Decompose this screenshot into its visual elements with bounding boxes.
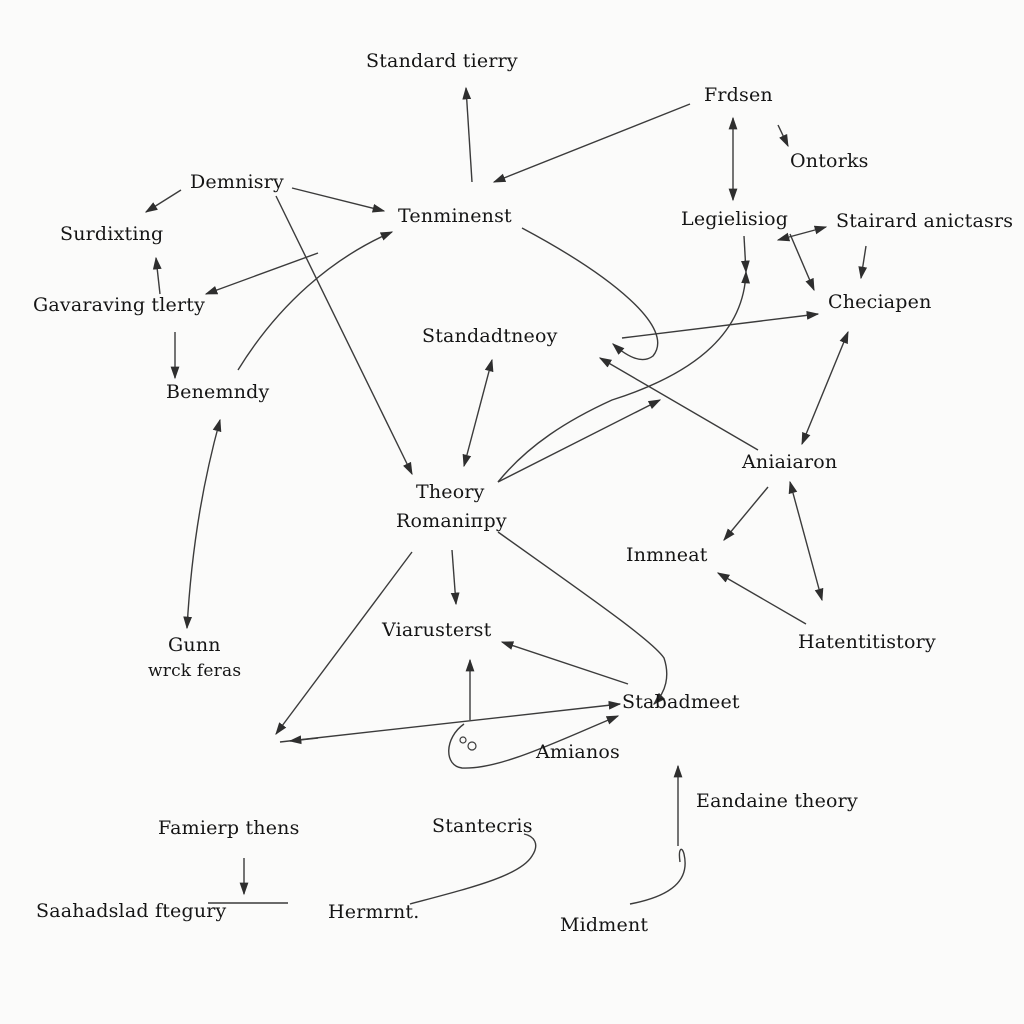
edge-arrow — [144, 189, 182, 213]
edge-arrow — [521, 227, 659, 361]
diagram-node: Viarusterst — [382, 619, 492, 641]
diagram-node: Hatentitistory — [798, 631, 936, 653]
edge-arrow — [801, 330, 849, 446]
diagram-node: Stabadmeet — [622, 691, 740, 713]
diagram-node: wrck feras — [148, 661, 242, 681]
edge-arrow — [237, 231, 394, 371]
edge-arrow — [450, 549, 460, 606]
edge-arrow — [204, 252, 319, 295]
edge-loop — [467, 741, 477, 751]
diagram-node: Gunn — [168, 634, 221, 656]
edge-arrow — [275, 551, 413, 736]
diagram-node: Midment — [560, 914, 649, 936]
edge-loop — [459, 736, 467, 744]
edge-arrow — [152, 256, 162, 295]
edge-arrow — [409, 833, 537, 905]
edge-arrow — [723, 486, 769, 541]
diagram-node: Ontorks — [790, 150, 869, 172]
diagram-node: Famierp thens — [158, 817, 300, 839]
edge-arrow — [777, 124, 789, 148]
edge-arrow — [275, 195, 413, 476]
diagram-node: Theory — [416, 481, 485, 503]
edge-arrow — [448, 715, 620, 769]
edge-arrow — [858, 245, 868, 280]
diagram-node: Inmneat — [626, 544, 708, 566]
edge-arrow — [621, 311, 820, 339]
diagram-node: Stairard anictasrs — [836, 210, 1014, 232]
edge-arrow — [789, 233, 815, 292]
diagram-node: Gavaraving tlerty — [33, 294, 206, 316]
diagram-node: Saahadslad ftegury — [36, 900, 227, 922]
diagram-node: Standadtneoy — [422, 325, 558, 347]
edge-arrow — [497, 270, 751, 483]
edge-arrow — [776, 225, 828, 242]
diagram-node: Amianos — [536, 741, 620, 763]
edge-arrow — [500, 641, 629, 685]
diagram-node: Legielisiog — [681, 208, 789, 230]
diagram-node: Tenminenst — [398, 205, 512, 227]
diagram-node: Stantecris — [432, 815, 533, 837]
edge-arrow — [598, 357, 759, 451]
diagram-node: Benemndy — [166, 381, 270, 403]
edge-arrow — [183, 418, 222, 630]
edge-arrow — [629, 848, 686, 905]
diagram-node: Surdixting — [60, 223, 164, 245]
edge-arrow — [716, 572, 807, 625]
diagram-node: Demnisry — [190, 171, 284, 193]
diagram-node: Romaniпpy — [396, 510, 507, 532]
edge-arrow — [788, 480, 824, 602]
edge-arrow — [497, 399, 662, 483]
diagram-node: Aniaiaron — [742, 451, 838, 473]
edge-arrow — [279, 700, 622, 743]
edge-arrow — [492, 103, 691, 183]
edge-arrow — [462, 358, 494, 468]
diagram-edges — [144, 86, 868, 905]
diagram-node: Hermrnt. — [328, 901, 420, 923]
edge-arrow — [497, 531, 668, 705]
edge-arrow — [462, 86, 473, 183]
diagram-node: Checiapen — [828, 291, 932, 313]
diagram-node: Frdsen — [704, 84, 773, 106]
diagram-node: Standard tierry — [366, 50, 518, 72]
diagram-node: Eandaine theory — [696, 790, 858, 812]
edge-arrow — [288, 735, 319, 745]
edge-arrow — [291, 187, 386, 213]
edge-arrow — [740, 235, 750, 274]
